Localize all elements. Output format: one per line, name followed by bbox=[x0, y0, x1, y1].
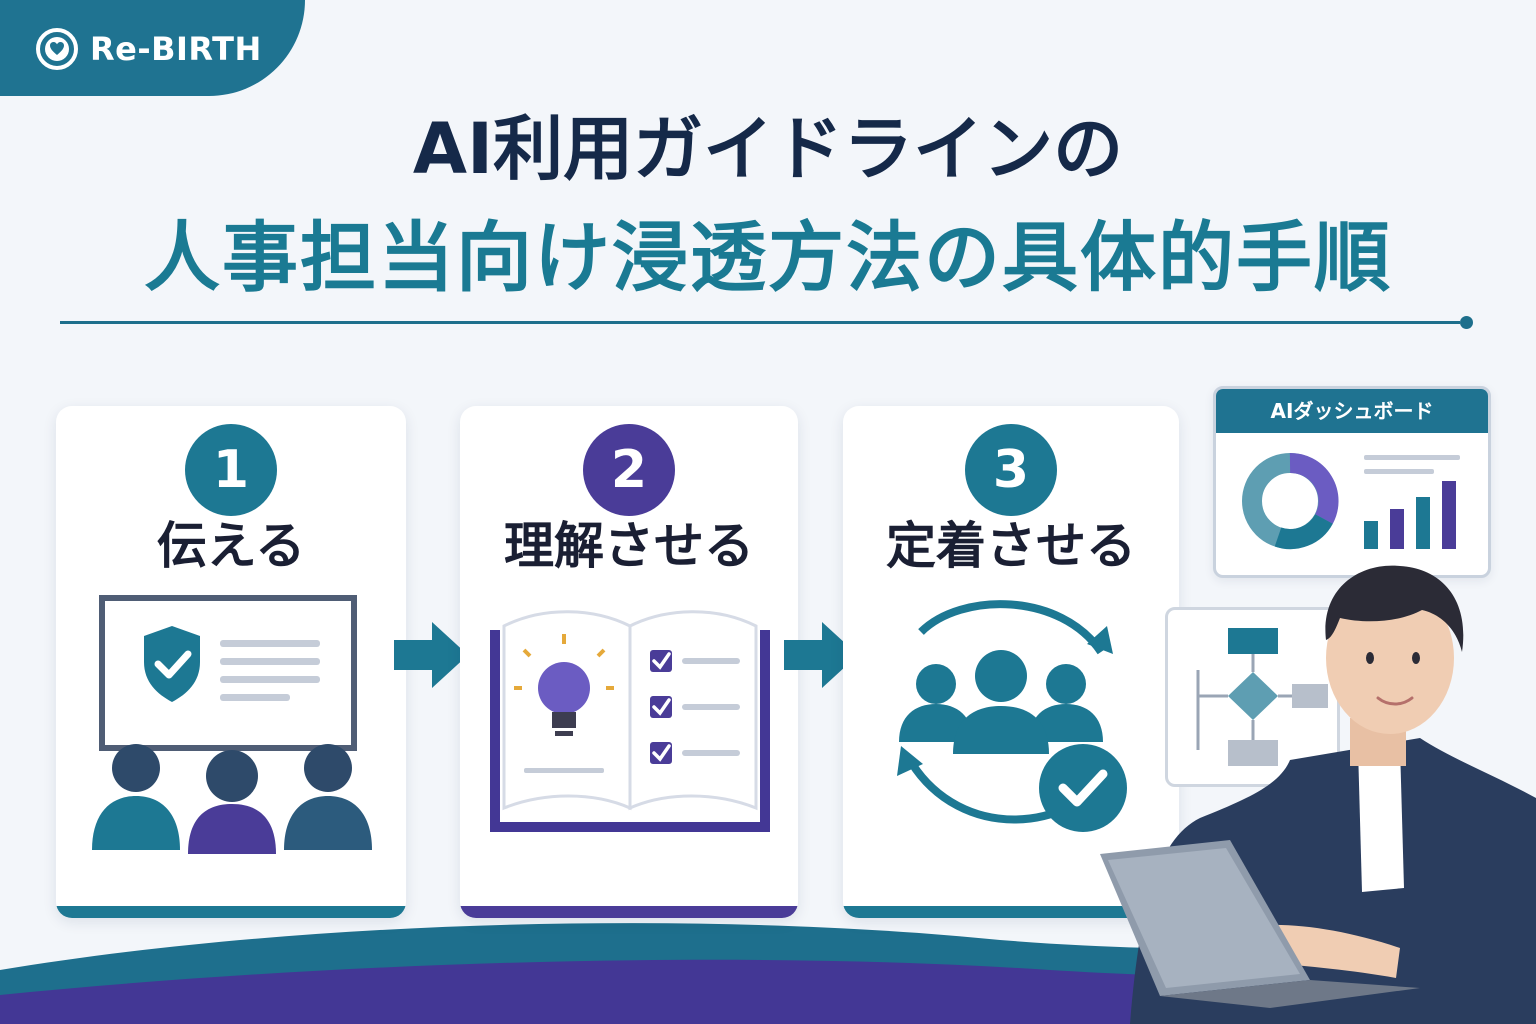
page-title-line-1: AI利用ガイドラインの bbox=[412, 108, 1124, 190]
step-label: 定着させる bbox=[886, 517, 1136, 575]
step-card-2: 2 理解させる bbox=[460, 406, 798, 918]
card-accent-bar bbox=[843, 906, 1179, 918]
step-card-1: 1 伝える bbox=[56, 406, 406, 918]
card-accent-bar bbox=[460, 906, 798, 918]
heart-ring-icon bbox=[36, 28, 78, 70]
dashboard-title: AIダッシュボード bbox=[1216, 389, 1488, 433]
person-with-laptop-illustration bbox=[1100, 565, 1536, 1024]
bar-chart-icon bbox=[1364, 455, 1460, 549]
step-label: 伝える bbox=[156, 517, 306, 575]
title-divider bbox=[60, 321, 1460, 324]
logo-text: Re-BIRTH bbox=[90, 30, 262, 68]
step-card-3: 3 定着させる bbox=[843, 406, 1179, 918]
step-number-badge: 2 bbox=[583, 424, 675, 516]
flowchart-icon bbox=[1196, 628, 1328, 766]
step-label: 理解させる bbox=[504, 517, 754, 575]
arrow-right-icon bbox=[394, 622, 468, 688]
ai-dashboard-panel: AIダッシュボード bbox=[1213, 386, 1491, 578]
step-number-badge: 3 bbox=[965, 424, 1057, 516]
step-number-badge: 1 bbox=[185, 424, 277, 516]
donut-chart-icon bbox=[1242, 452, 1339, 550]
arrow-right-icon bbox=[784, 622, 858, 688]
team-cycle-check-icon bbox=[897, 600, 1127, 832]
page-title-line-2: 人事担当向け浸透方法の具体的手順 bbox=[144, 213, 1392, 302]
title-divider-dot bbox=[1460, 316, 1473, 329]
card-accent-bar bbox=[56, 906, 406, 918]
presentation-shield-icon bbox=[92, 595, 372, 854]
open-book-lightbulb-icon bbox=[490, 610, 770, 832]
